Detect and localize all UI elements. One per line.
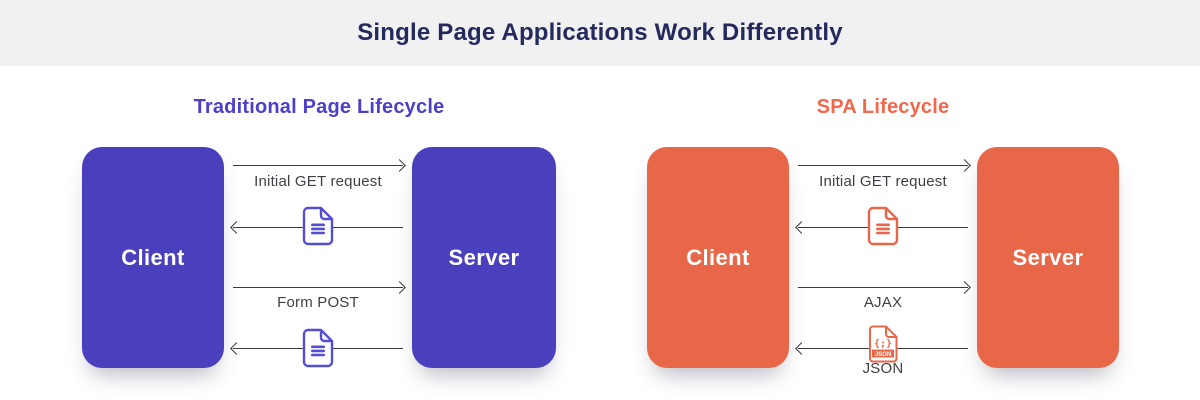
- right-arrow: [233, 165, 403, 166]
- flow-label: Form POST: [277, 294, 359, 311]
- header-band: Single Page Applications Work Differentl…: [0, 0, 1200, 66]
- json-icon-braces-glyph: {;}: [874, 339, 892, 350]
- traditional-client-node: Client: [82, 147, 224, 368]
- right-arrow: [233, 287, 403, 288]
- spa-server-label: Server: [1012, 244, 1084, 270]
- flow-label: Initial GET request: [254, 173, 382, 190]
- traditional-lifecycle-diagram: Traditional Page Lifecycle Client Server…: [82, 66, 556, 400]
- spa-diagram-title: SPA Lifecycle: [816, 96, 950, 118]
- spa-client-node: Client: [647, 147, 789, 368]
- json-icon-banner-text: JSON: [875, 352, 891, 358]
- document-icon: [867, 206, 899, 246]
- spa-client-label: Client: [686, 244, 750, 270]
- traditional-client-label: Client: [121, 244, 185, 270]
- traditional-server-label: Server: [448, 244, 520, 270]
- right-arrow: [798, 165, 968, 166]
- traditional-diagram-title: Traditional Page Lifecycle: [193, 96, 445, 118]
- flow-label: Initial GET request: [819, 173, 947, 190]
- page-title: Single Page Applications Work Differentl…: [357, 19, 843, 46]
- spa-server-node: Server: [977, 147, 1119, 368]
- flow-label: JSON: [862, 360, 904, 377]
- document-icon: [302, 206, 334, 246]
- json-file-icon: {;} JSON: [868, 325, 898, 363]
- document-icon: [302, 328, 334, 368]
- spa-lifecycle-diagram: SPA Lifecycle Client Server Initial GET …: [647, 66, 1119, 400]
- flow-label: AJAX: [863, 294, 903, 311]
- right-arrow: [798, 287, 968, 288]
- traditional-server-node: Server: [412, 147, 556, 368]
